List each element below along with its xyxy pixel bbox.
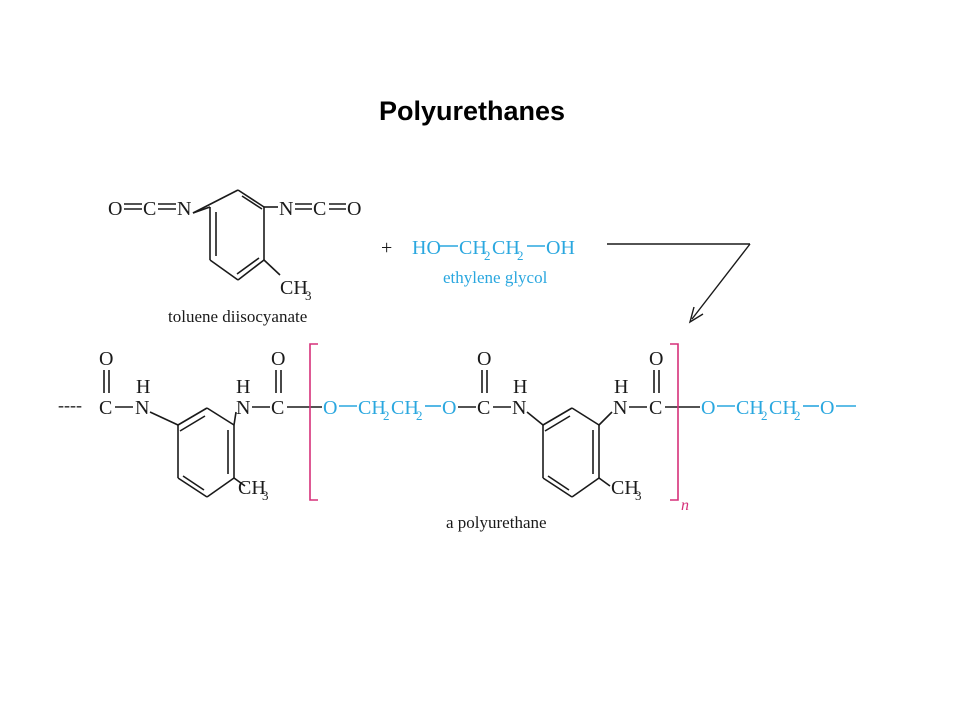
atom-h: H bbox=[614, 376, 628, 398]
subscript-3: 3 bbox=[305, 288, 312, 303]
atom-c: C bbox=[649, 397, 662, 419]
atom-o: O bbox=[271, 348, 285, 370]
atom-n: N bbox=[135, 397, 149, 419]
subscript-3: 3 bbox=[262, 488, 269, 503]
atom-c: C bbox=[143, 198, 156, 220]
slide-title: Polyurethanes bbox=[378, 96, 566, 126]
repeat-subscript-n: n bbox=[681, 497, 689, 514]
polyurethane-structure: ---- O C H N CH 3 H bbox=[58, 343, 856, 532]
atom-c: C bbox=[313, 198, 326, 220]
atom-h: H bbox=[236, 376, 250, 398]
atom-o: O bbox=[347, 198, 361, 220]
atom-h: H bbox=[513, 376, 527, 398]
atom-n: N bbox=[512, 397, 526, 419]
atom-c: C bbox=[271, 397, 284, 419]
atom-n: N bbox=[236, 397, 250, 419]
reaction-arrow bbox=[607, 243, 751, 324]
atom-ch: CH bbox=[769, 397, 797, 419]
atom-ho: HO bbox=[412, 237, 441, 259]
atom-ch: CH bbox=[611, 477, 639, 499]
label-ethylene-glycol: ethylene glycol bbox=[443, 268, 548, 287]
subscript-2: 2 bbox=[416, 408, 423, 423]
ethylene-glycol-structure: HO CH 2 CH 2 OH ethylene glycol bbox=[412, 237, 575, 287]
repeat-bracket-left bbox=[309, 343, 318, 501]
atom-ch: CH bbox=[736, 397, 764, 419]
label-toluene-diisocyanate: toluene diisocyanate bbox=[168, 307, 307, 326]
atom-o: O bbox=[323, 397, 337, 419]
atom-ch: CH bbox=[238, 477, 266, 499]
repeat-bracket-right bbox=[670, 343, 679, 501]
atom-ch: CH bbox=[492, 237, 520, 259]
atom-o: O bbox=[99, 348, 113, 370]
subscript-2: 2 bbox=[484, 248, 491, 263]
atom-o: O bbox=[701, 397, 715, 419]
atom-o: O bbox=[477, 348, 491, 370]
atom-o: O bbox=[820, 397, 834, 419]
atom-h: H bbox=[136, 376, 150, 398]
subscript-2: 2 bbox=[383, 408, 390, 423]
label-polyurethane: a polyurethane bbox=[446, 513, 547, 532]
atom-o: O bbox=[442, 397, 456, 419]
atom-n: N bbox=[279, 198, 293, 220]
atom-ch: CH bbox=[358, 397, 386, 419]
atom-ch: CH bbox=[280, 277, 308, 299]
atom-o: O bbox=[108, 198, 122, 220]
atom-oh: OH bbox=[546, 237, 575, 259]
atom-ch: CH bbox=[391, 397, 419, 419]
subscript-2: 2 bbox=[517, 248, 524, 263]
subscript-2: 2 bbox=[761, 408, 768, 423]
atom-n: N bbox=[613, 397, 627, 419]
atom-c: C bbox=[477, 397, 490, 419]
chain-start-dashes: ---- bbox=[58, 395, 82, 415]
subscript-3: 3 bbox=[635, 488, 642, 503]
subscript-2: 2 bbox=[794, 408, 801, 423]
atom-ch: CH bbox=[459, 237, 487, 259]
atom-c: C bbox=[99, 397, 112, 419]
toluene-diisocyanate-structure: O C N N C O bbox=[108, 189, 361, 326]
atom-o: O bbox=[649, 348, 663, 370]
plus-sign: + bbox=[381, 237, 392, 259]
atom-n: N bbox=[177, 198, 191, 220]
